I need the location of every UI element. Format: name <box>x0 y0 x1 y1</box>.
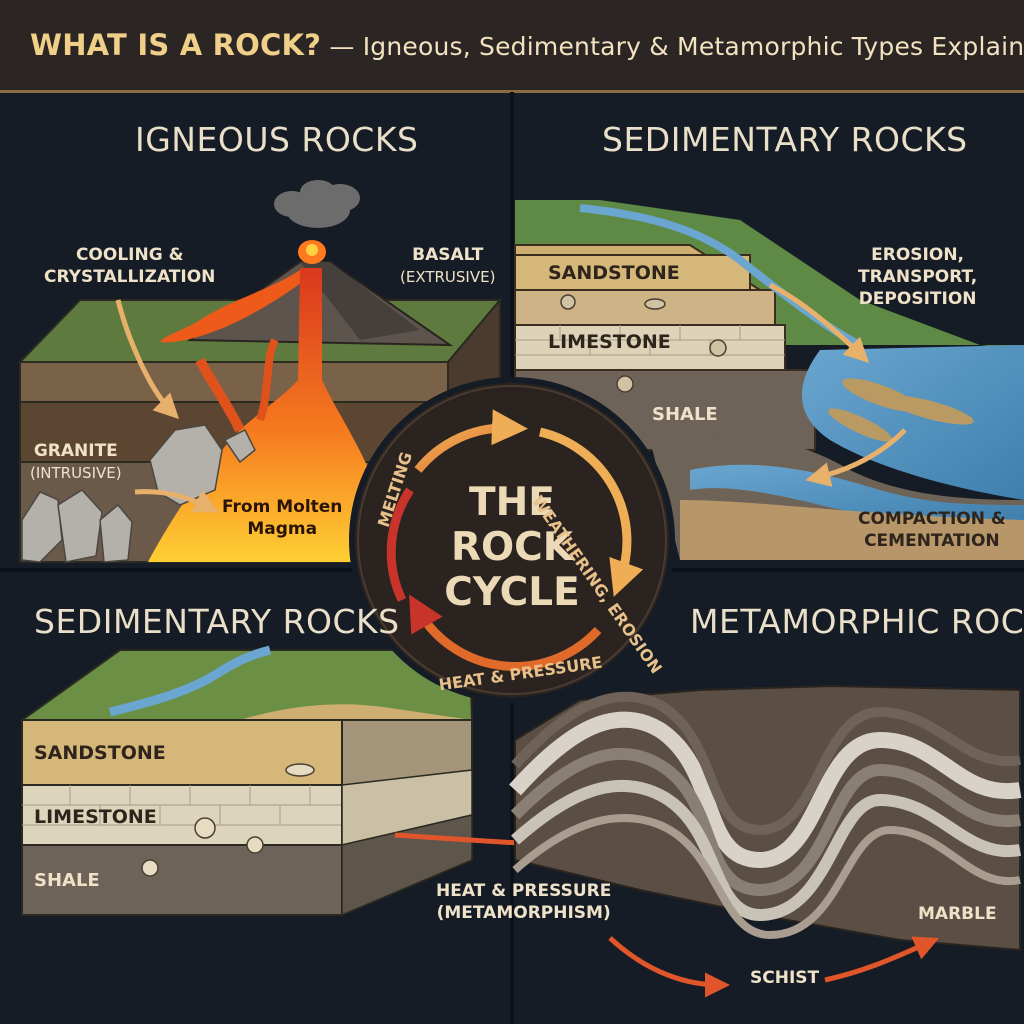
page-title: WHAT IS A ROCK? — Igneous, Sedimentary &… <box>30 28 1024 62</box>
sedimentary-river-block <box>514 200 1024 560</box>
sandstone-label-bottom: SANDSTONE <box>34 742 166 764</box>
rock-cycle-diagram <box>349 377 675 703</box>
cooling-label: COOLING & CRYSTALLIZATION <box>44 245 216 287</box>
schist-label: SCHIST <box>750 968 820 988</box>
smoke-cloud <box>274 180 360 228</box>
metamorphism-label: HEAT & PRESSURE (METAMORPHISM) <box>436 881 612 923</box>
rock-cycle-title: THE ROCK CYCLE <box>444 480 580 615</box>
basalt-name: BASALT <box>412 245 484 265</box>
compaction-label: COMPACTION & CEMENTATION <box>858 509 1006 551</box>
igneous-block <box>17 180 503 565</box>
igneous-heading: IGNEOUS ROCKS <box>135 120 419 159</box>
header-bar: WHAT IS A ROCK? — Igneous, Sedimentary &… <box>0 0 1024 93</box>
metamorphic-block <box>509 684 1022 998</box>
shale-label-bottom: SHALE <box>34 870 100 891</box>
granite-name: GRANITE <box>33 441 118 461</box>
granite-label: GRANITE (INTRUSIVE) <box>30 440 122 484</box>
basalt-type: (EXTRUSIVE) <box>400 268 496 286</box>
sedimentary-bottom-heading: SEDIMENTARY ROCKS <box>34 602 400 641</box>
granite-type: (INTRUSIVE) <box>30 464 122 482</box>
granite-crystals <box>21 424 256 563</box>
title-subtitle: — Igneous, Sedimentary & Metamorphic Typ… <box>321 32 1024 61</box>
marble-label: MARBLE <box>918 904 997 924</box>
basalt-label: BASALT (EXTRUSIVE) <box>400 244 495 288</box>
sedimentary-top-heading: SEDIMENTARY ROCKS <box>602 120 968 159</box>
shale-label-top: SHALE <box>652 404 718 425</box>
title-main: WHAT IS A ROCK? <box>30 28 322 62</box>
magma-label: From Molten Magma <box>222 497 343 539</box>
sandstone-label-top: SANDSTONE <box>548 262 680 284</box>
limestone-label-top: LIMESTONE <box>548 331 671 353</box>
metamorphic-heading: METAMORPHIC ROCKS <box>690 602 1024 641</box>
erosion-label: EROSION, TRANSPORT, DEPOSITION <box>858 245 978 309</box>
sedimentary-layer-block <box>18 645 605 917</box>
limestone-label-bottom: LIMESTONE <box>34 806 157 828</box>
